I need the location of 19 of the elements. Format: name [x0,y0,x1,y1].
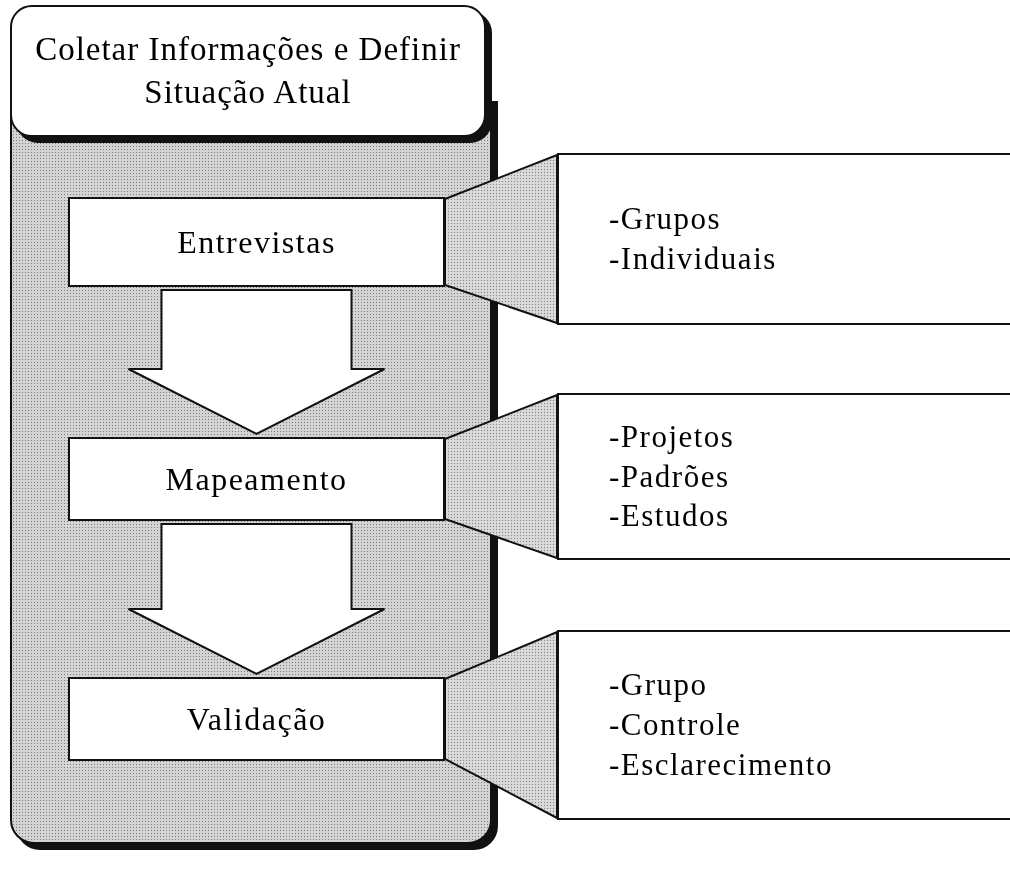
list-item: -Projetos [609,418,736,456]
block-arrow [127,523,386,676]
list-item: -Individuais [609,240,778,278]
block-arrow [127,289,386,436]
callout-connector [444,153,558,325]
list-item: -Esclarecimento [609,745,834,784]
list-item: -Padrões [609,457,731,496]
list-item: -Controle [609,706,743,745]
step-box: Mapeamento [68,437,445,521]
callout-connector [444,630,558,820]
step-box: Validação [68,677,445,761]
list-item: -Grupos [609,200,723,239]
list-box [557,630,1010,820]
callout-connector [444,393,558,560]
list-box [557,393,1010,560]
list-box [557,153,1010,325]
step-box: Entrevistas [68,197,445,287]
list-item: -Estudos [609,497,731,536]
list-item: -Grupo [609,666,709,705]
